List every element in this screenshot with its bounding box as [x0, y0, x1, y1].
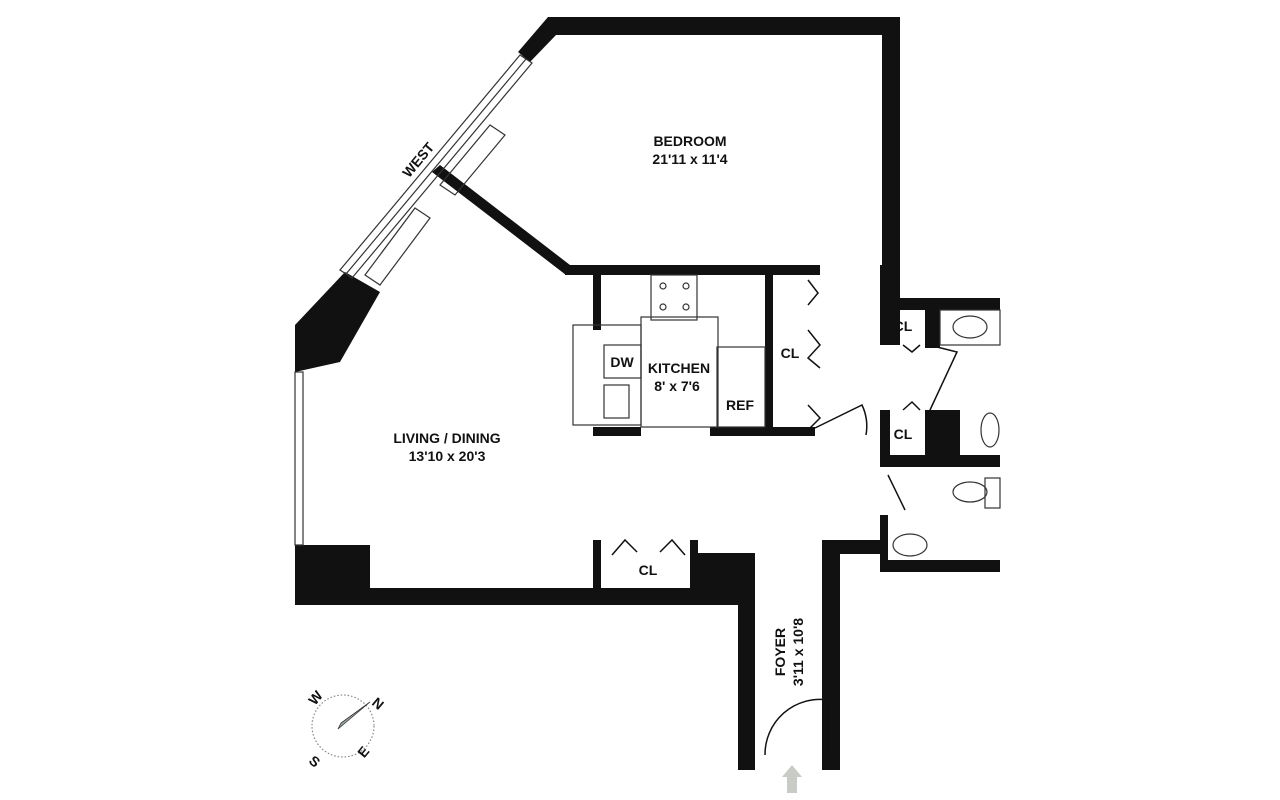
kitchen-fixtures	[572, 274, 766, 428]
foyer-right-wall	[822, 540, 840, 770]
window-sill-1	[439, 124, 506, 196]
sink	[603, 384, 630, 419]
compass-s: S	[306, 752, 323, 770]
kitchen-closet-label: CL	[781, 345, 800, 361]
closet-wall-1	[925, 310, 940, 348]
toilet-1	[980, 412, 1000, 448]
doors	[611, 279, 959, 756]
counter	[572, 324, 642, 426]
compass-w: W	[305, 687, 326, 708]
closet-right-wall	[690, 540, 698, 590]
kitchen-label: KITCHEN	[648, 360, 710, 376]
bath-door-2[interactable]	[887, 474, 906, 511]
toilet-2	[952, 481, 988, 503]
bottom-wall	[295, 588, 753, 605]
corner-column	[295, 272, 380, 372]
living-closet-label: CL	[639, 562, 658, 578]
west-window	[339, 54, 533, 279]
bath-divider	[880, 455, 1000, 467]
upper-closet-label: CL	[894, 318, 913, 334]
kitchen-bottom-right-wall	[710, 427, 815, 436]
entry-arrow-icon	[782, 765, 802, 793]
bath-sink-2	[892, 533, 928, 557]
shaft	[925, 410, 960, 460]
lower-closet-label: CL	[894, 426, 913, 442]
closet-divider	[765, 275, 773, 430]
diagonal-wall	[432, 165, 570, 275]
bedroom-label: BEDROOM	[653, 133, 726, 149]
stove	[650, 274, 698, 321]
compass-e: E	[354, 743, 372, 760]
kitchen-left-wall	[593, 275, 601, 330]
bath-left-wall	[880, 515, 888, 565]
bath-top-wall	[880, 298, 1000, 310]
bath-bottom-wall	[880, 560, 1000, 572]
south-window	[294, 371, 304, 546]
walls	[295, 17, 1000, 770]
windows	[294, 54, 533, 546]
closet-wall-2	[880, 410, 890, 460]
kitchen-size: 8' x 7'6	[654, 378, 700, 394]
foyer-label: FOYER	[772, 628, 788, 676]
foyer-size: 3'11 x 10'8	[790, 618, 806, 686]
bedroom-size: 21'11 x 11'4	[652, 151, 727, 167]
kitchen-bottom-left-wall	[593, 427, 641, 436]
closet-left-wall	[593, 540, 601, 590]
foyer-left-wall	[738, 553, 755, 770]
compass-icon: N W S E	[305, 687, 387, 771]
dw-label: DW	[610, 354, 634, 370]
living-size: 13'10 x 20'3	[409, 448, 486, 464]
living-label: LIVING / DINING	[393, 430, 500, 446]
foyer-right-top	[822, 540, 882, 554]
kitchen-top-wall	[565, 265, 820, 275]
bath-door-1[interactable]	[929, 345, 959, 411]
refrigerator	[716, 346, 766, 428]
hall-door[interactable]	[814, 403, 868, 436]
ref-label: REF	[726, 397, 754, 413]
entry-door[interactable]	[764, 698, 829, 756]
bath-sink-1	[952, 315, 988, 339]
compass-n: N	[369, 694, 387, 713]
corner-column-bottom	[295, 545, 370, 590]
bath-fixtures	[892, 309, 1001, 557]
window-sill-2	[364, 207, 431, 286]
dishwasher	[603, 344, 642, 379]
